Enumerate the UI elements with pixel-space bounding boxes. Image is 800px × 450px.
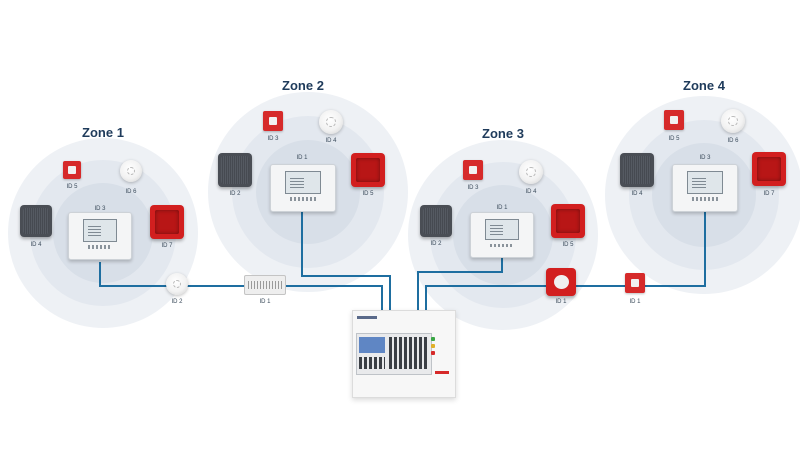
zone-3-sounder-label: ID 5 (562, 242, 574, 248)
zone-3-call-point-icon[interactable] (463, 160, 483, 180)
panel-keypad[interactable] (389, 337, 427, 369)
zone-3-speaker-icon[interactable] (420, 205, 452, 237)
zone-2-smoke-detector-icon[interactable] (319, 110, 343, 134)
panel-function-keys[interactable] (359, 357, 385, 369)
zone-1-title: Zone 1 (82, 125, 124, 140)
panel-display (359, 337, 385, 353)
panel-red-tab (435, 371, 449, 374)
interface-module-icon[interactable] (244, 275, 286, 295)
loop-sounder-icon[interactable] (546, 268, 576, 296)
wire-zone3 (417, 256, 503, 312)
zone-3-speaker-label: ID 2 (430, 241, 442, 247)
zone-1-loop-detector-label: ID 2 (171, 299, 183, 305)
interface-module-label: ID 1 (259, 299, 271, 305)
zone-4-speaker-icon[interactable] (620, 153, 654, 187)
zone-2-speaker-label: ID 2 (229, 191, 241, 197)
panel-brand-mark (357, 316, 377, 319)
loop-sounder-label: ID 1 (555, 299, 567, 305)
loop-call-point-label: ID 1 (629, 299, 641, 305)
zone-1-loop-detector-icon[interactable] (166, 273, 188, 295)
zone-3-title: Zone 3 (482, 126, 524, 141)
zone-2-sounder-label: ID 5 (362, 191, 374, 197)
zone-3-call-point-label: ID 3 (467, 185, 479, 191)
zone-1-speaker-label: ID 4 (30, 242, 42, 248)
zone-2-speaker-icon[interactable] (218, 153, 252, 187)
zone-4-call-point-icon[interactable] (664, 110, 684, 130)
zone-2-repeater-label: ID 1 (296, 155, 308, 161)
zone-2-title: Zone 2 (282, 78, 324, 93)
zone-4-smoke-detector-label: ID 6 (727, 138, 739, 144)
zone-2-repeater-icon[interactable] (270, 164, 336, 212)
zone-3-smoke-detector-label: ID 4 (525, 189, 537, 195)
zone-4-sounder-label: ID 7 (763, 191, 775, 197)
zone-1-speaker-icon[interactable] (20, 205, 52, 237)
zone-3-area (408, 140, 598, 330)
zone-1-repeater-label: ID 3 (94, 206, 106, 212)
zone-3-repeater-icon[interactable] (470, 212, 534, 258)
zone-2-call-point-icon[interactable] (263, 111, 283, 131)
zone-4-repeater-icon[interactable] (672, 164, 738, 212)
loop-call-point-icon[interactable] (625, 273, 645, 293)
zone-4-sounder-icon[interactable] (752, 152, 786, 186)
zone-1-call-point-label: ID 5 (66, 184, 78, 190)
zone-3-sounder-icon[interactable] (551, 204, 585, 238)
zone-2-smoke-detector-label: ID 4 (325, 138, 337, 144)
zone-2-sounder-icon[interactable] (351, 153, 385, 187)
zone-4-repeater-label: ID 3 (699, 155, 711, 161)
zone-1-sounder-label: ID 7 (161, 243, 173, 249)
zone-1-repeater-icon[interactable] (68, 212, 132, 260)
zone-4-speaker-label: ID 4 (631, 191, 643, 197)
zone-1-smoke-detector-icon[interactable] (120, 160, 142, 182)
wire-zone1 (99, 262, 383, 312)
wire-zone2 (301, 212, 391, 312)
zone-4-title: Zone 4 (683, 78, 725, 93)
zone-1-call-point-icon[interactable] (63, 161, 81, 179)
zone-2-call-point-label: ID 3 (267, 136, 279, 142)
zone-1-smoke-detector-label: ID 6 (125, 189, 137, 195)
control-panel-icon[interactable] (352, 310, 456, 398)
zone-3-repeater-label: ID 1 (496, 205, 508, 211)
zone-4-smoke-detector-icon[interactable] (721, 109, 745, 133)
zone-1-sounder-icon[interactable] (150, 205, 184, 239)
zone-4-call-point-label: ID 5 (668, 136, 680, 142)
zone-3-smoke-detector-icon[interactable] (519, 160, 543, 184)
